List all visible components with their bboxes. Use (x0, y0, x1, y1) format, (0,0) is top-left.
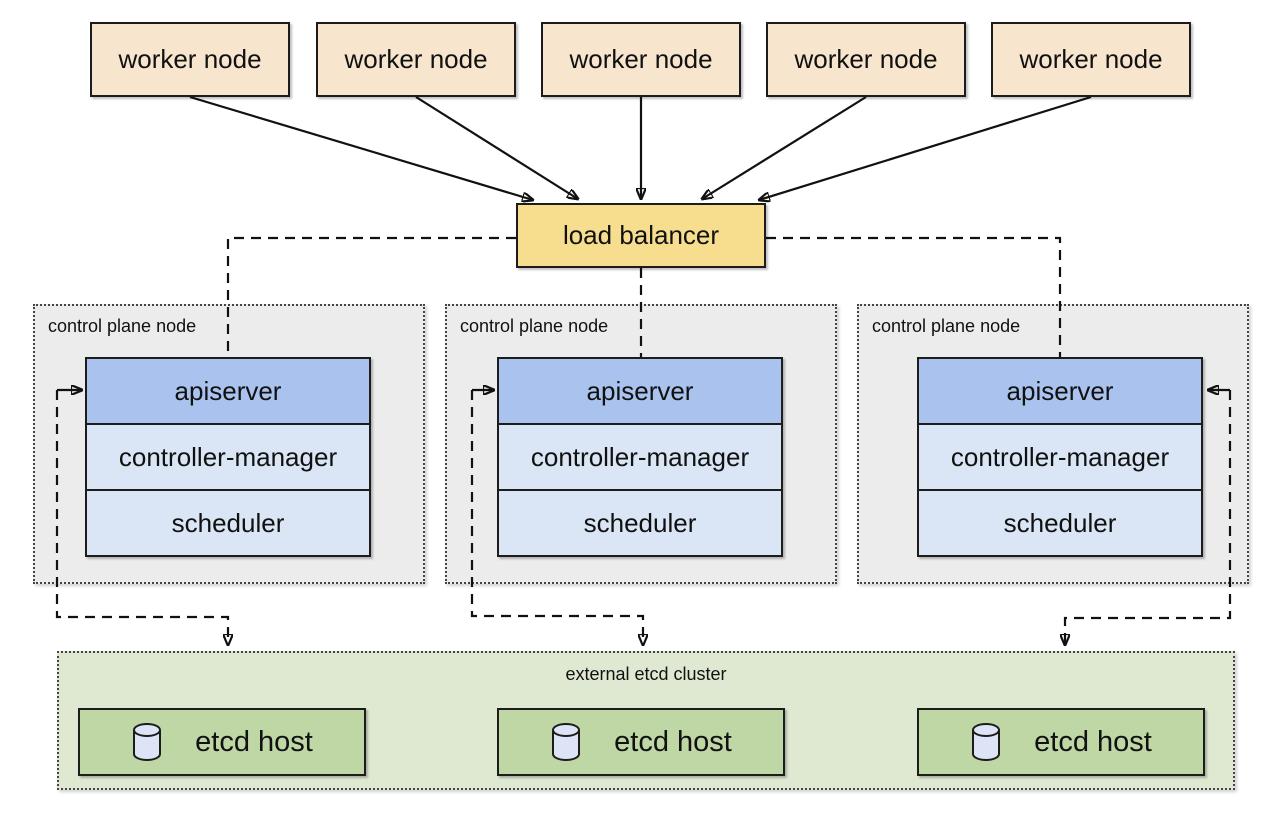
control-plane-stack-3: apiserver controller-manager scheduler (917, 357, 1203, 557)
etcd-host-label: etcd host (195, 725, 313, 758)
worker-node-box-3: worker node (541, 22, 741, 97)
control-plane-node-label: control plane node (48, 316, 197, 336)
etcd-host-box-3: etcd host (917, 708, 1205, 776)
apiserver-box: apiserver (87, 359, 369, 423)
controller-manager-box: controller-manager (87, 423, 369, 489)
scheduler-box: scheduler (499, 489, 781, 555)
etcd-host-label: etcd host (1034, 725, 1152, 758)
arrow-worker4-to-lb (702, 96, 867, 199)
load-balancer-box: load balancer (516, 203, 766, 268)
arrow-worker1-to-lb (189, 95, 533, 200)
worker-node-box-4: worker node (766, 22, 966, 97)
external-etcd-cluster-label: external etcd cluster (565, 664, 727, 684)
worker-node-box-5: worker node (991, 22, 1191, 97)
arrow-worker2-to-lb (415, 96, 578, 199)
controller-manager-box: controller-manager (499, 423, 781, 489)
worker-node-box-2: worker node (316, 22, 516, 97)
control-plane-node-label: control plane node (872, 316, 1021, 336)
controller-manager-box: controller-manager (919, 423, 1201, 489)
control-plane-node-label: control plane node (460, 316, 609, 336)
database-icon (131, 722, 163, 762)
scheduler-box: scheduler (919, 489, 1201, 555)
control-plane-stack-1: apiserver controller-manager scheduler (85, 357, 371, 557)
etcd-host-box-2: etcd host (497, 708, 785, 776)
database-icon (550, 722, 582, 762)
database-icon (970, 722, 1002, 762)
etcd-host-box-1: etcd host (78, 708, 366, 776)
apiserver-box: apiserver (919, 359, 1201, 423)
apiserver-box: apiserver (499, 359, 781, 423)
worker-node-box-1: worker node (90, 22, 290, 97)
etcd-host-label: etcd host (614, 725, 732, 758)
arrow-worker5-to-lb (759, 95, 1092, 200)
scheduler-box: scheduler (87, 489, 369, 555)
control-plane-stack-2: apiserver controller-manager scheduler (497, 357, 783, 557)
